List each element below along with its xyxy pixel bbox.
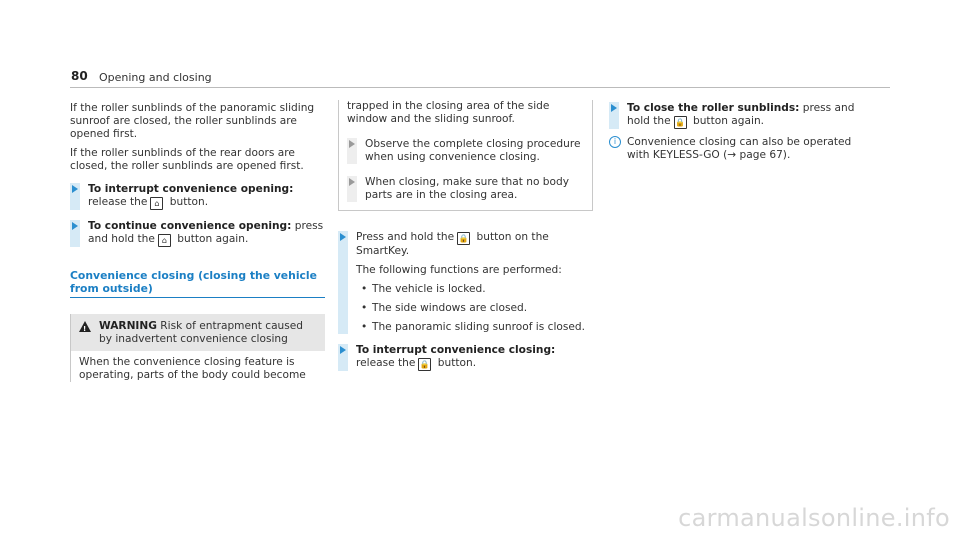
list-item: The panoramic sliding sunroof is closed. bbox=[356, 321, 593, 334]
unlock-button-icon: ⌂ bbox=[157, 234, 171, 247]
step-text: Observe the complete closing procedure w… bbox=[365, 138, 581, 163]
step-text: button. bbox=[434, 357, 477, 369]
warning-body: trapped in the closing area of the side … bbox=[347, 100, 550, 125]
unlock-button-icon: ⌂ bbox=[150, 197, 164, 210]
column-1: If the roller sunblinds of the panoramic… bbox=[70, 102, 325, 382]
step-text: When closing, make sure that no body par… bbox=[365, 176, 570, 201]
step-label: To interrupt convenience closing: bbox=[356, 344, 556, 356]
column-3: To close the roller sunblinds: press and… bbox=[609, 102, 864, 162]
page-title: Opening and closing bbox=[99, 71, 212, 84]
column-2: trapped in the closing area of the side … bbox=[338, 100, 593, 371]
section-heading: Convenience closing (closing the vehicle… bbox=[70, 269, 325, 298]
warning-substep: Observe the complete closing procedure w… bbox=[347, 138, 586, 164]
warning-header: WARNING Risk of entrapment caused by ina… bbox=[71, 314, 325, 351]
step-text: release the bbox=[88, 196, 148, 208]
lock-button-icon: 🔒 bbox=[673, 116, 687, 129]
list-item: The vehicle is locked. bbox=[356, 283, 593, 296]
paragraph: If the roller sunblinds of the rear door… bbox=[70, 147, 304, 172]
instruction-step: To close the roller sunblinds: press and… bbox=[609, 102, 864, 129]
lock-button-icon: 🔒 bbox=[457, 232, 471, 245]
page-number: 80 bbox=[71, 69, 88, 83]
warning-title: Risk of entrapment caused by inadvertent… bbox=[99, 320, 304, 345]
paragraph: If the roller sunblinds of the panoramic… bbox=[70, 102, 315, 140]
step-text: button. bbox=[166, 196, 209, 208]
step-arrow-icon bbox=[338, 231, 348, 334]
warning-body: When the convenience closing feature is … bbox=[79, 356, 306, 381]
paragraph: The following functions are performed: bbox=[356, 264, 562, 276]
watermark: carmanualsonline.info bbox=[678, 504, 950, 532]
step-text: press and hold the bbox=[88, 220, 324, 245]
page-header: 80 Opening and closing bbox=[70, 70, 890, 88]
lock-button-icon: 🔒 bbox=[418, 358, 432, 371]
instruction-step: To continue convenience opening: press a… bbox=[70, 220, 325, 247]
warning-box: WARNING Risk of entrapment caused by ina… bbox=[70, 314, 325, 382]
info-text[interactable]: Convenience closing can also be operated… bbox=[627, 136, 852, 161]
step-text: release the bbox=[356, 357, 416, 369]
step-arrow-icon bbox=[609, 102, 619, 129]
warning-label: WARNING bbox=[99, 320, 157, 332]
step-arrow-icon bbox=[347, 138, 357, 164]
step-label: To close the roller sunblinds: bbox=[627, 102, 800, 114]
instruction-step: To interrupt convenience opening: releas… bbox=[70, 183, 325, 210]
step-arrow-icon bbox=[70, 220, 80, 247]
warning-substep: When closing, make sure that no body par… bbox=[347, 176, 586, 202]
step-text: button again. bbox=[689, 115, 765, 127]
instruction-step: Press and hold the🔒 button on the SmartK… bbox=[338, 231, 593, 334]
instruction-step: To interrupt convenience closing: releas… bbox=[338, 344, 593, 371]
step-arrow-icon bbox=[338, 344, 348, 371]
info-icon: i bbox=[609, 136, 621, 148]
step-text: button on the SmartKey. bbox=[356, 231, 549, 257]
step-label: To continue convenience opening: bbox=[88, 220, 292, 232]
warning-box-continued: trapped in the closing area of the side … bbox=[338, 100, 593, 211]
warning-triangle-icon bbox=[79, 321, 91, 336]
step-text: button again. bbox=[173, 233, 249, 245]
step-arrow-icon bbox=[70, 183, 80, 210]
step-arrow-icon bbox=[347, 176, 357, 202]
step-text: Press and hold the bbox=[356, 231, 455, 243]
list-item: The side windows are closed. bbox=[356, 302, 593, 315]
step-text: press and hold the bbox=[627, 102, 855, 127]
step-label: To interrupt convenience opening: bbox=[88, 183, 294, 195]
info-note: i Convenience closing can also be operat… bbox=[609, 136, 864, 162]
